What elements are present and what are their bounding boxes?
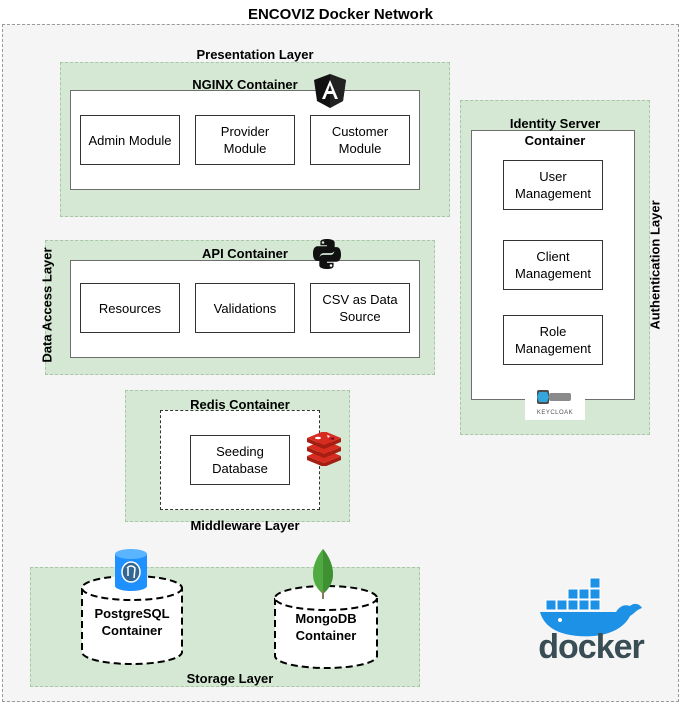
- diagram-title: ENCOVIZ Docker Network: [247, 6, 434, 23]
- authentication-layer-label: Authentication Layer: [647, 200, 663, 330]
- redis-container-label: Redis Container: [190, 397, 290, 412]
- redis-container: [160, 410, 320, 510]
- nginx-container-label: NGINX Container: [192, 77, 298, 92]
- storage-layer-label: Storage Layer: [186, 671, 274, 686]
- keycloak-text: KEYCLOAK: [536, 410, 574, 416]
- python-icon: [313, 239, 341, 269]
- postgresql-container-label: PostgreSQL Container: [94, 606, 170, 638]
- provider-module: Provider Module: [195, 115, 295, 165]
- angular-icon: [314, 74, 346, 108]
- user-management-module: User Management: [503, 160, 603, 210]
- identity-server-container-label: Identity Server Container: [509, 116, 601, 148]
- client-management-module: Client Management: [503, 240, 603, 290]
- role-management-module: Role Management: [503, 315, 603, 365]
- customer-module: Customer Module: [310, 115, 410, 165]
- data-access-layer-label: Data Access Layer: [39, 247, 55, 363]
- keycloak-icon: KEYCLOAK: [525, 388, 585, 420]
- mongodb-icon: [313, 549, 333, 599]
- docker-icon: [540, 577, 642, 637]
- mongodb-cylinder: [274, 585, 378, 669]
- seeding-database-module: Seeding Database: [190, 435, 290, 485]
- validations-module: Validations: [195, 283, 295, 333]
- api-container-label: API Container: [202, 246, 288, 261]
- presentation-layer-label: Presentation Layer: [196, 47, 314, 62]
- admin-module: Admin Module: [80, 115, 180, 165]
- csv-data-source-module: CSV as Data Source: [310, 283, 410, 333]
- postgresql-icon: [115, 549, 147, 591]
- resources-module: Resources: [80, 283, 180, 333]
- middleware-layer-label: Middleware Layer: [190, 518, 300, 533]
- docker-logo-text: docker: [538, 628, 645, 666]
- redis-icon: [307, 432, 341, 466]
- mongodb-container-label: MongoDB Container: [295, 611, 357, 643]
